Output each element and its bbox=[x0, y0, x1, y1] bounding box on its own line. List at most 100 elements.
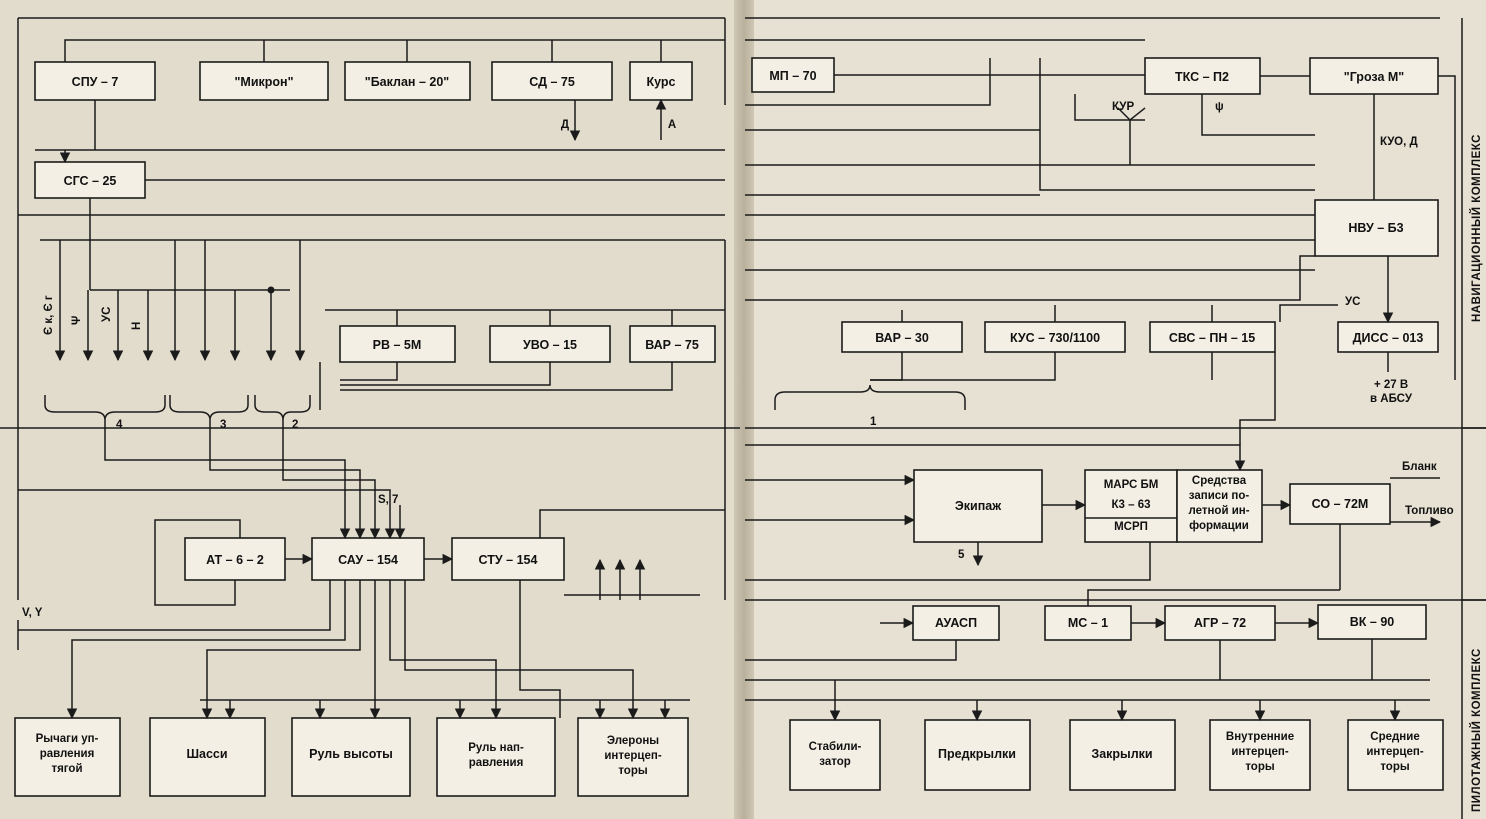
block-vnutrennie-interceptory: Внутренние интерцеп- торы bbox=[1209, 719, 1311, 791]
svg-text:4: 4 bbox=[116, 419, 123, 431]
block-groza-m: "Гроза М" bbox=[1309, 57, 1439, 95]
block-nvu-b3: НВУ – Б3 bbox=[1314, 199, 1439, 257]
svg-text:МСРП: МСРП bbox=[1114, 521, 1148, 533]
svg-text:записи по-: записи по- bbox=[1189, 490, 1250, 502]
svg-text:РВ – 5М: РВ – 5М bbox=[373, 338, 422, 352]
svg-text:Д: Д bbox=[561, 119, 569, 131]
block-rychagi: Рычаги уп- равления тягой bbox=[14, 717, 121, 797]
svg-text:СВС – ПН – 15: СВС – ПН – 15 bbox=[1169, 331, 1255, 345]
svg-text:"Гроза М": "Гроза М" bbox=[1344, 70, 1405, 84]
svg-text:Є к, Є г: Є к, Є г bbox=[43, 295, 55, 335]
svg-text:КУО, Д: КУО, Д bbox=[1380, 136, 1418, 148]
svg-text:торы: торы bbox=[1245, 761, 1275, 773]
block-spu7: СПУ – 7 bbox=[34, 61, 156, 101]
block-shassi: Шасси bbox=[149, 717, 266, 797]
block-predkrylki: Предкрылки bbox=[924, 719, 1031, 791]
block-sau154: САУ – 154 bbox=[311, 537, 425, 581]
right-wires: КУР ψ КУО, Д УС + 27 В в АБСУ 1 bbox=[745, 17, 1486, 722]
section-divider bbox=[1461, 18, 1486, 819]
right-page bbox=[744, 0, 1486, 819]
block-elerony: Элероны интерцеп- торы bbox=[577, 717, 689, 797]
svg-text:СГС – 25: СГС – 25 bbox=[64, 174, 117, 188]
svg-text:Бланк: Бланк bbox=[1402, 461, 1437, 473]
svg-text:ψ: ψ bbox=[1215, 101, 1224, 113]
svg-text:Внутренние: Внутренние bbox=[1226, 731, 1294, 743]
block-agr72: АГР – 72 bbox=[1164, 605, 1276, 641]
block-mars: МАРС БМ К3 – 63 МСРП bbox=[1084, 469, 1178, 543]
svg-text:Курс: Курс bbox=[646, 75, 675, 89]
block-rul-vysoty: Руль высоты bbox=[291, 717, 411, 797]
svg-text:САУ – 154: САУ – 154 bbox=[338, 553, 398, 567]
svg-text:равления: равления bbox=[469, 757, 524, 769]
svg-text:в АБСУ: в АБСУ bbox=[1370, 393, 1413, 405]
left-wires: Д А Є к, Є г Ψ УС bbox=[0, 17, 740, 720]
svg-text:V, Y: V, Y bbox=[22, 607, 43, 619]
svg-text:интерцеп-: интерцеп- bbox=[604, 750, 661, 762]
svg-text:КУР: КУР bbox=[1112, 101, 1134, 113]
block-sgs25: СГС – 25 bbox=[34, 161, 146, 199]
block-ms1: МС – 1 bbox=[1044, 605, 1132, 641]
block-srednie-interceptory: Средние интерцеп- торы bbox=[1347, 719, 1444, 791]
svg-text:Предкрылки: Предкрылки bbox=[938, 747, 1016, 761]
svg-text:5: 5 bbox=[958, 549, 965, 561]
svg-text:СО – 72М: СО – 72М bbox=[1312, 497, 1369, 511]
svg-text:МС – 1: МС – 1 bbox=[1068, 616, 1108, 630]
book-gutter bbox=[734, 0, 754, 819]
svg-text:S, 7: S, 7 bbox=[378, 494, 398, 506]
svg-text:интерцеп-: интерцеп- bbox=[1231, 746, 1288, 758]
block-var30: ВАР – 30 bbox=[841, 321, 963, 353]
block-so72m: СО – 72М bbox=[1289, 483, 1391, 525]
svg-text:АТ – 6 – 2: АТ – 6 – 2 bbox=[206, 553, 264, 567]
svg-text:2: 2 bbox=[292, 419, 298, 431]
block-uvo15: УВО – 15 bbox=[489, 325, 611, 363]
block-auasp: АУАСП bbox=[912, 605, 1000, 641]
svg-text:АГР – 72: АГР – 72 bbox=[1194, 616, 1246, 630]
block-var75: ВАР – 75 bbox=[629, 325, 716, 363]
svg-text:УС: УС bbox=[101, 307, 113, 322]
block-stu154: СТУ – 154 bbox=[451, 537, 565, 581]
svg-text:интерцеп-: интерцеп- bbox=[1366, 746, 1423, 758]
svg-text:МАРС БМ: МАРС БМ bbox=[1104, 479, 1159, 491]
block-vk90: ВК – 90 bbox=[1317, 604, 1427, 640]
block-kurs: Курс bbox=[629, 61, 693, 101]
svg-text:равления: равления bbox=[40, 748, 95, 760]
svg-text:Рычаги уп-: Рычаги уп- bbox=[36, 733, 99, 745]
svg-text:СТУ – 154: СТУ – 154 bbox=[479, 553, 538, 567]
svg-text:ДИСС – 013: ДИСС – 013 bbox=[1353, 331, 1424, 345]
block-diss: ДИСС – 013 bbox=[1337, 321, 1439, 353]
block-mp70: МП – 70 bbox=[751, 57, 835, 93]
svg-text:МП – 70: МП – 70 bbox=[769, 69, 816, 83]
svg-text:Топливо: Топливо bbox=[1405, 505, 1454, 517]
block-svs: СВС – ПН – 15 bbox=[1149, 321, 1276, 353]
svg-text:ТКС – П2: ТКС – П2 bbox=[1175, 70, 1229, 84]
svg-text:Н: Н bbox=[131, 322, 143, 330]
svg-text:1: 1 bbox=[870, 416, 877, 428]
svg-text:АУАСП: АУАСП bbox=[935, 616, 977, 630]
svg-text:"Микрон": "Микрон" bbox=[234, 75, 293, 89]
block-at62: АТ – 6 – 2 bbox=[184, 537, 286, 581]
block-sredstva-zapisi: Средства записи по- летной ин- формации bbox=[1176, 469, 1263, 543]
svg-text:Ψ: Ψ bbox=[71, 316, 83, 325]
svg-text:Руль высоты: Руль высоты bbox=[309, 747, 393, 761]
svg-text:Экипаж: Экипаж bbox=[955, 499, 1001, 513]
svg-text:Средства: Средства bbox=[1192, 475, 1247, 487]
svg-text:Шасси: Шасси bbox=[186, 747, 227, 761]
block-ekipazh: Экипаж bbox=[913, 469, 1043, 543]
svg-text:А: А bbox=[668, 119, 676, 131]
svg-text:затор: затор bbox=[819, 756, 851, 768]
block-rul-napravleniya: Руль нап- равления bbox=[436, 717, 556, 797]
svg-text:Средние: Средние bbox=[1370, 731, 1419, 743]
svg-text:тягой: тягой bbox=[51, 763, 82, 775]
svg-text:НВУ – Б3: НВУ – Б3 bbox=[1348, 221, 1403, 235]
svg-text:СД – 75: СД – 75 bbox=[529, 75, 575, 89]
label-navigation-complex: НАВИГАЦИОННЫЙ КОМПЛЕКС bbox=[1470, 134, 1483, 322]
svg-text:формации: формации bbox=[1189, 520, 1249, 532]
svg-text:"Баклан – 20": "Баклан – 20" bbox=[365, 75, 450, 89]
block-zakrylki: Закрылки bbox=[1069, 719, 1176, 791]
svg-text:Стабили-: Стабили- bbox=[809, 741, 862, 753]
svg-text:торы: торы bbox=[1380, 761, 1410, 773]
svg-text:СПУ – 7: СПУ – 7 bbox=[72, 75, 119, 89]
block-baklan: "Баклан – 20" bbox=[344, 61, 471, 101]
